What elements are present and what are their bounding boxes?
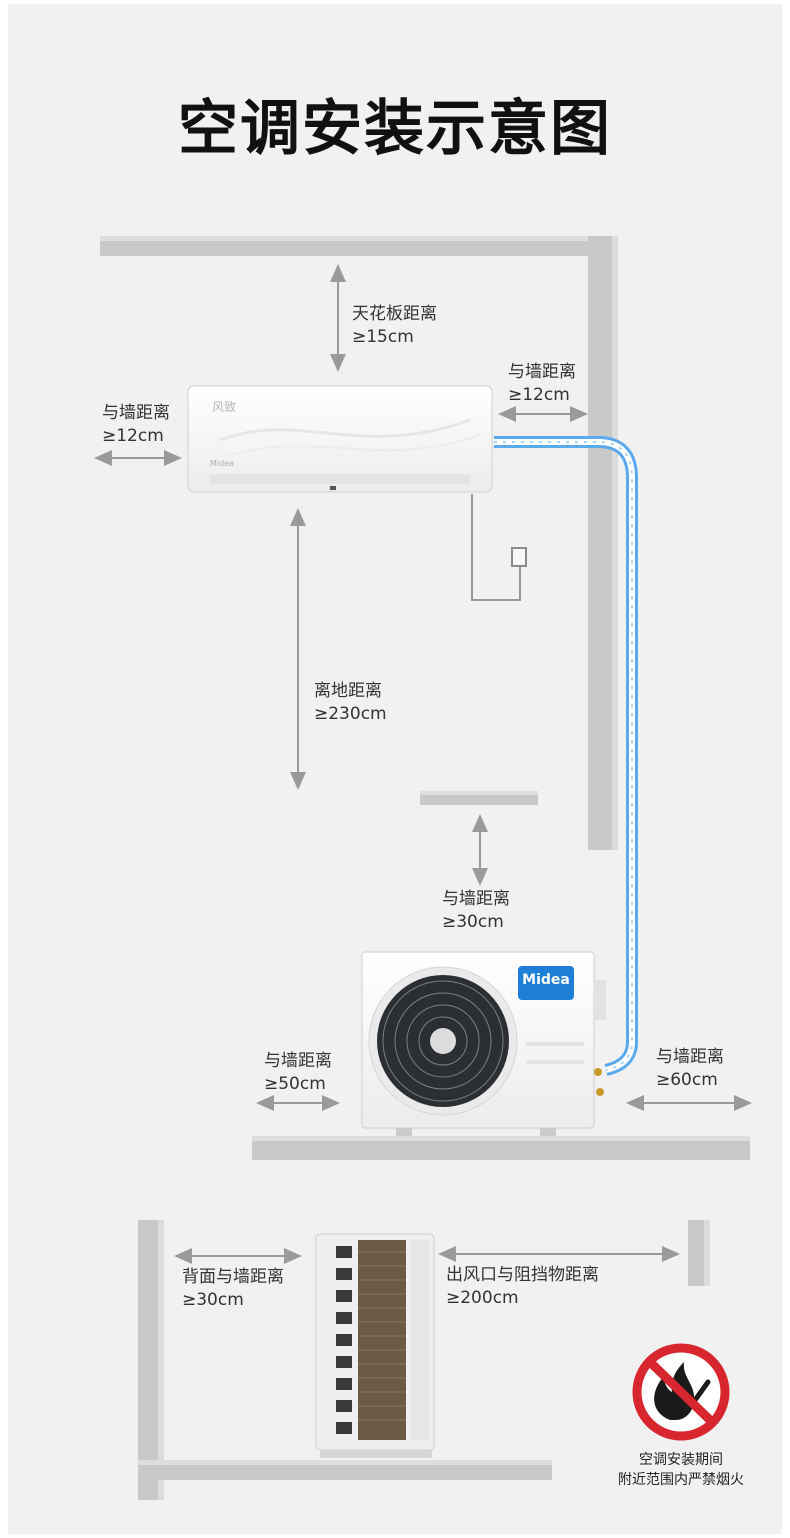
ceiling-wall bbox=[100, 236, 618, 256]
drain-line bbox=[471, 494, 527, 601]
label-indoor-left-value: ≥12cm bbox=[102, 426, 164, 446]
dimension-arrows bbox=[94, 264, 752, 1264]
fire-warning: 空调安装期间 附近范围内严禁烟火 bbox=[596, 1450, 766, 1490]
label-outdoor-left-name: 与墙距离 bbox=[264, 1051, 332, 1071]
bottom-floor bbox=[138, 1460, 552, 1480]
page-title: 空调安装示意图 bbox=[178, 94, 612, 164]
indoor-model-text: 风致 bbox=[212, 400, 237, 414]
indoor-logo: Midea bbox=[210, 459, 235, 468]
label-ceiling-value: ≥15cm bbox=[352, 327, 414, 347]
label-floor-value: ≥230cm bbox=[314, 704, 387, 724]
label-outdoor-right-name: 与墙距离 bbox=[656, 1047, 724, 1067]
label-floor: 离地距离 ≥230cm bbox=[314, 680, 387, 726]
label-ceiling-name: 天花板距离 bbox=[352, 304, 437, 324]
label-back-wall: 背面与墙距离 ≥30cm bbox=[182, 1266, 284, 1312]
no-fire-icon bbox=[632, 1343, 730, 1441]
outdoor-platform bbox=[252, 1136, 750, 1160]
outdoor-logo: Midea bbox=[522, 972, 570, 988]
obstacle-wall bbox=[688, 1220, 710, 1286]
fire-warning-line2: 附近范围内严禁烟火 bbox=[618, 1472, 744, 1488]
left-back-wall bbox=[138, 1220, 164, 1500]
label-outdoor-left-value: ≥50cm bbox=[264, 1074, 326, 1094]
label-outlet-name: 出风口与阻挡物距离 bbox=[446, 1265, 599, 1285]
label-outdoor-top: 与墙距离 ≥30cm bbox=[442, 888, 510, 934]
label-outdoor-right-value: ≥60cm bbox=[656, 1070, 718, 1090]
refrigerant-pipe bbox=[494, 436, 638, 1076]
indoor-unit bbox=[187, 385, 493, 493]
label-indoor-right: 与墙距离 ≥12cm bbox=[508, 361, 576, 407]
label-outlet-value: ≥200cm bbox=[446, 1288, 519, 1308]
label-back-wall-name: 背面与墙距离 bbox=[182, 1267, 284, 1287]
overhang-shelf bbox=[420, 791, 538, 805]
label-back-wall-value: ≥30cm bbox=[182, 1290, 244, 1310]
label-indoor-right-value: ≥12cm bbox=[508, 385, 570, 405]
label-outdoor-top-name: 与墙距离 bbox=[442, 889, 510, 909]
label-outdoor-right: 与墙距离 ≥60cm bbox=[656, 1046, 724, 1092]
label-indoor-left: 与墙距离 ≥12cm bbox=[102, 402, 170, 448]
outdoor-unit-side bbox=[315, 1233, 435, 1458]
label-indoor-left-name: 与墙距离 bbox=[102, 403, 170, 423]
label-outlet: 出风口与阻挡物距离 ≥200cm bbox=[446, 1264, 599, 1310]
label-ceiling: 天花板距离 ≥15cm bbox=[352, 303, 437, 349]
label-outdoor-top-value: ≥30cm bbox=[442, 912, 504, 932]
label-outdoor-left: 与墙距离 ≥50cm bbox=[264, 1050, 332, 1096]
fire-warning-line1: 空调安装期间 bbox=[639, 1452, 723, 1468]
right-wall bbox=[588, 236, 618, 850]
label-indoor-right-name: 与墙距离 bbox=[508, 362, 576, 382]
label-floor-name: 离地距离 bbox=[314, 681, 382, 701]
outdoor-unit bbox=[361, 951, 606, 1136]
